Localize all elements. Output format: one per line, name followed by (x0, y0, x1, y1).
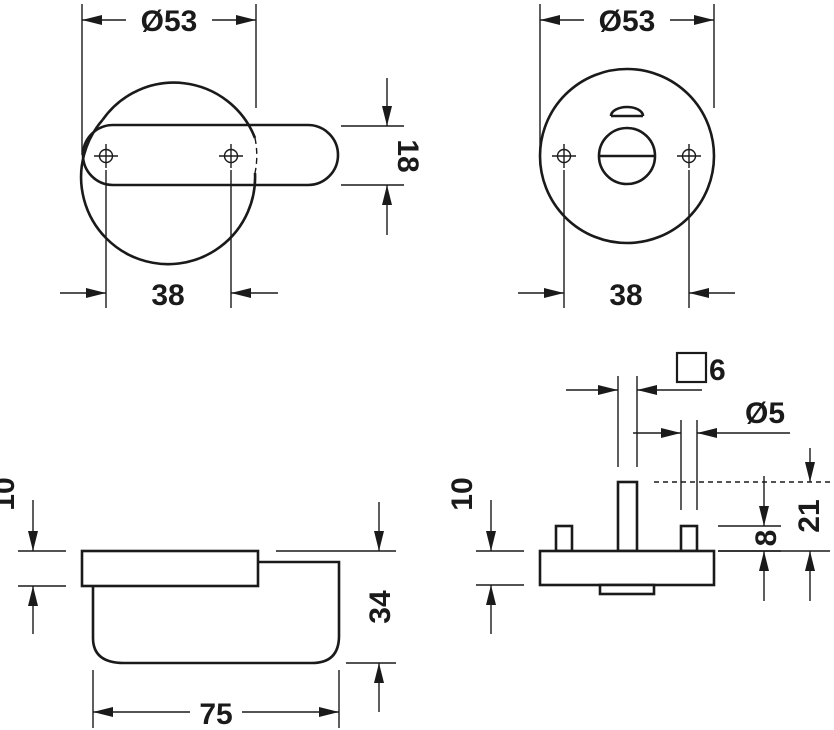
height-dimension: 34 (276, 502, 397, 712)
diameter-dimension: Ø53 (539, 4, 715, 154)
escutcheon-side-view: 6 Ø5 10 (446, 351, 830, 634)
hole-spacing-label: 38 (609, 279, 642, 312)
screw-hole-left-icon (551, 143, 577, 169)
rose-thickness-dimension: 10 (0, 477, 66, 634)
rose-plate (80, 549, 260, 588)
diameter-label: Ø53 (141, 5, 198, 38)
pin-left (554, 524, 574, 553)
lever-side-view: 10 34 75 (0, 477, 397, 730)
hole-spacing-dimension: 38 (518, 170, 735, 312)
rose-thickness-label: 10 (446, 477, 479, 510)
height-label: 34 (364, 590, 397, 624)
screw-hole-left-icon (93, 143, 119, 169)
escutcheon-front-view: Ø53 38 (518, 4, 735, 312)
pin-diameter-dimension: Ø5 (633, 397, 790, 510)
lever-arm (81, 123, 340, 187)
escutcheon-outline (538, 67, 716, 245)
pin-height-label: 8 (750, 530, 783, 547)
diameter-dimension: Ø53 (81, 4, 257, 155)
turn-knob (597, 126, 657, 186)
rose-thickness-dimension: 10 (446, 477, 524, 634)
square-spindle-dimension: 6 (566, 351, 726, 467)
screw-hole-right-icon (218, 143, 244, 169)
pin-diameter-label: Ø5 (745, 397, 785, 430)
pin-right (679, 524, 699, 553)
length-label: 75 (199, 698, 232, 730)
pin-height-dimension: 8 (718, 476, 783, 601)
hole-spacing-label: 38 (151, 279, 184, 312)
indicator-window (609, 105, 645, 117)
rose-plate (538, 549, 716, 587)
hole-spacing-dimension: 38 (60, 170, 278, 312)
lever-width-dimension: 18 (341, 78, 424, 235)
spindle (616, 480, 639, 553)
knob-stub (598, 583, 656, 596)
square-symbol-icon (675, 351, 708, 384)
length-dimension: 75 (92, 670, 340, 730)
square-spindle-label: 6 (709, 354, 726, 387)
spindle-height-label: 21 (793, 499, 826, 532)
rose-outline (79, 81, 258, 266)
screw-hole-right-icon (676, 143, 702, 169)
rose-thickness-label: 10 (0, 477, 21, 510)
spindle-height-dimension: 21 (654, 448, 830, 601)
lever-front-view: Ø53 38 18 (60, 4, 424, 312)
lever-width-label: 18 (391, 139, 424, 172)
diameter-label: Ø53 (599, 5, 656, 38)
